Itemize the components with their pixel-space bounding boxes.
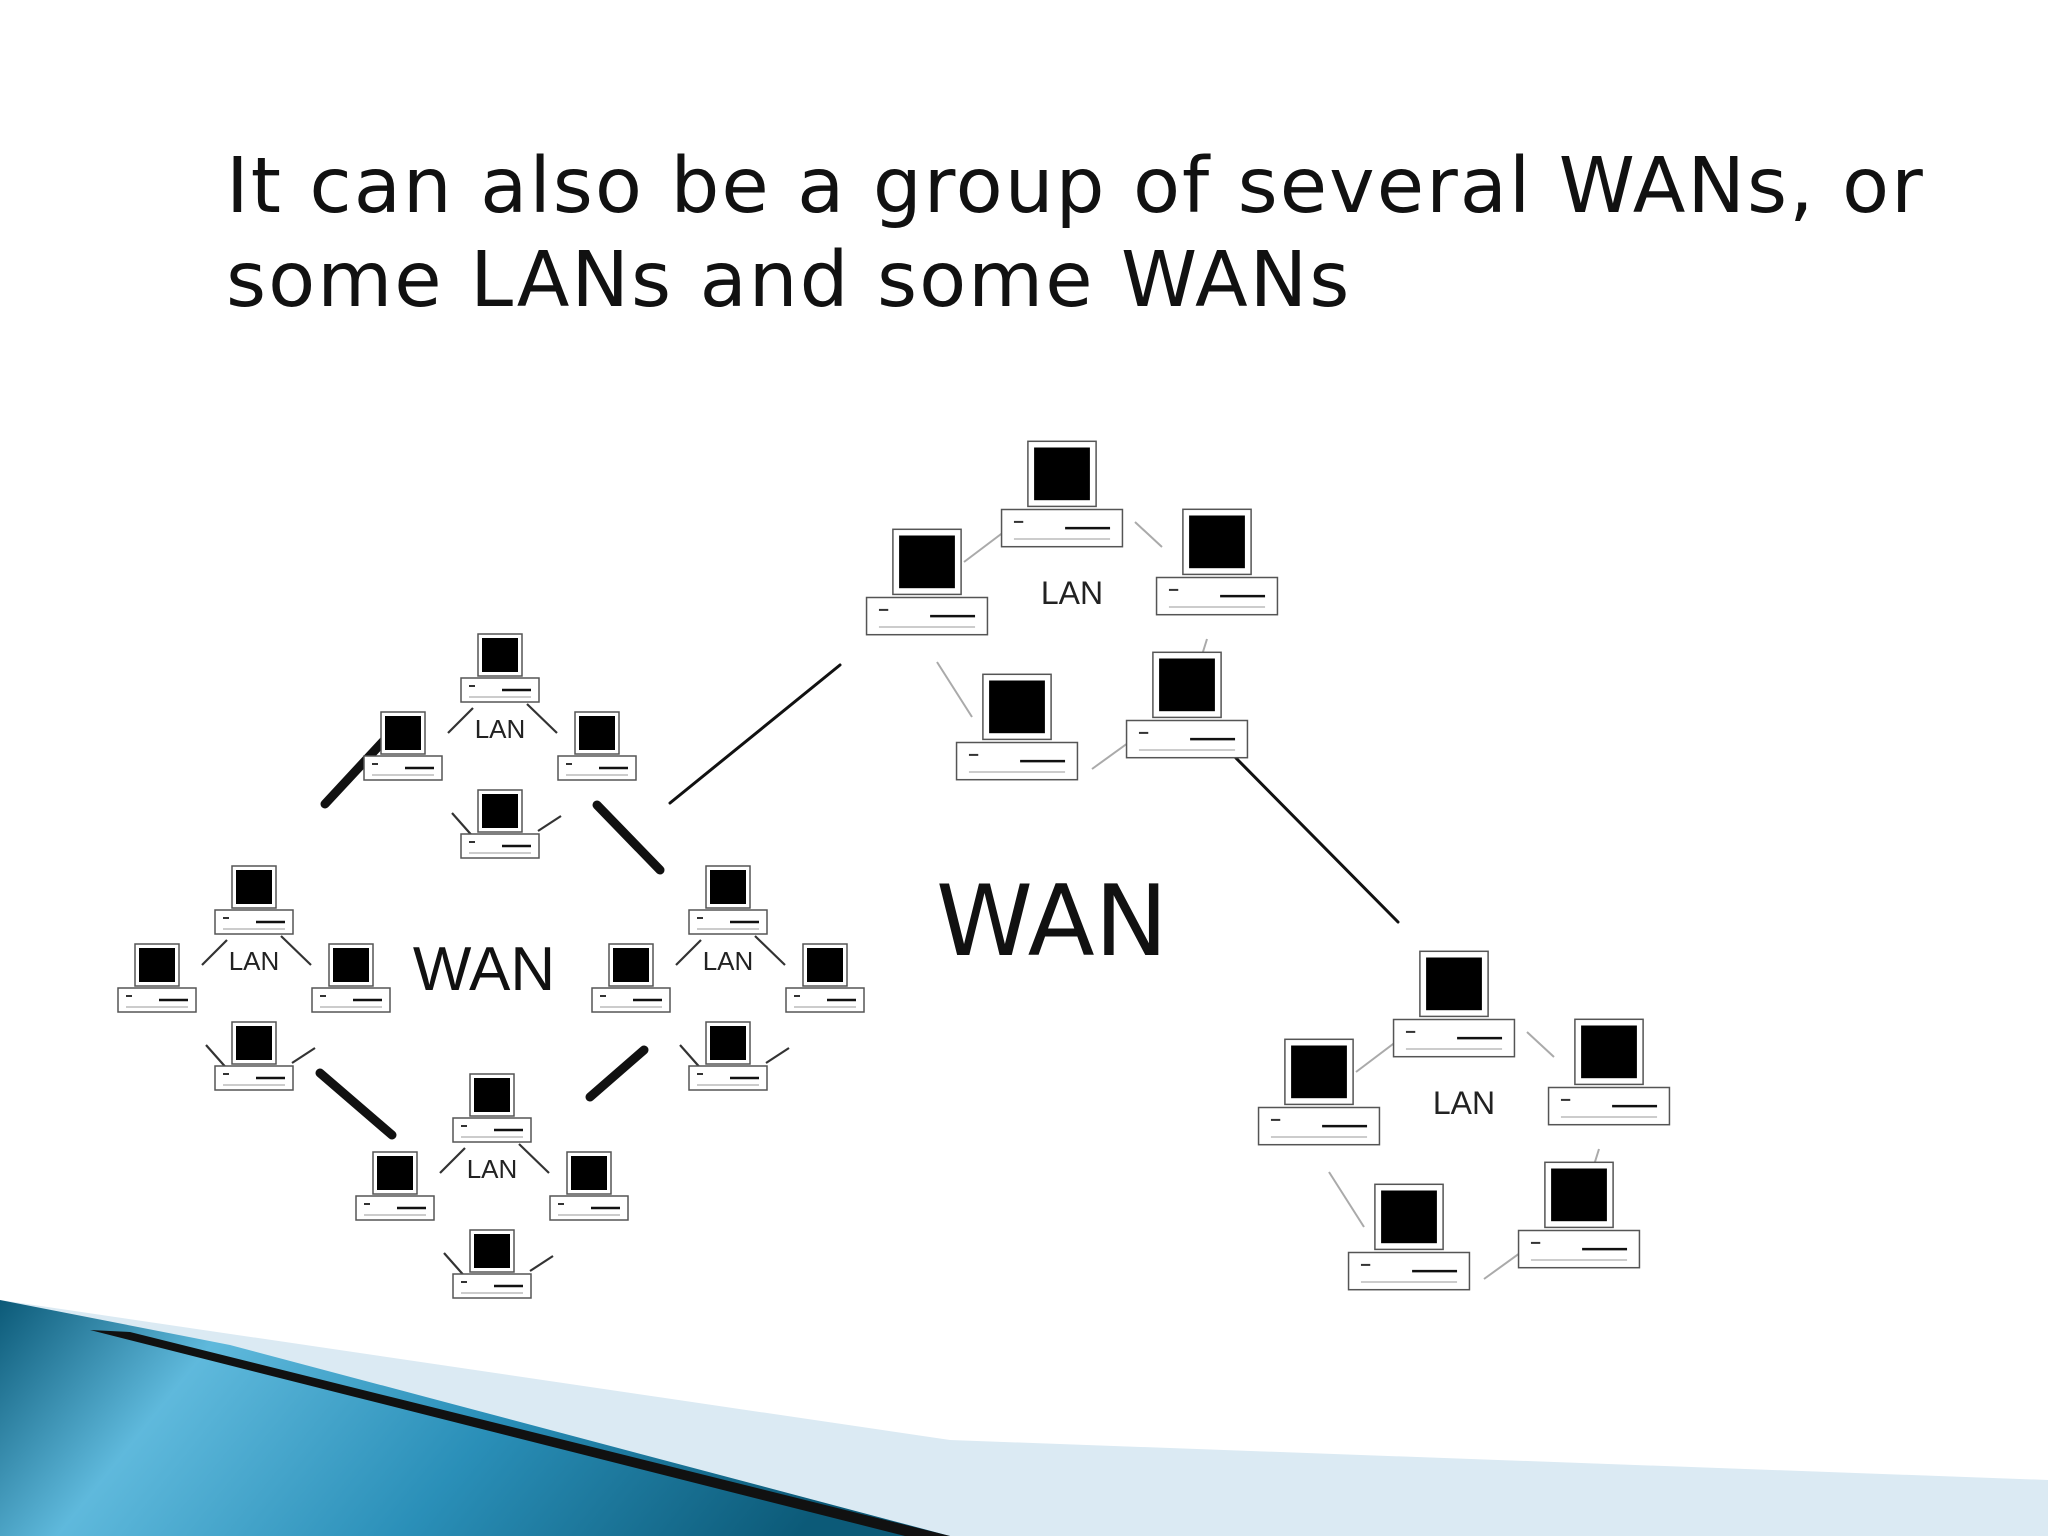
lan-link [201,939,228,966]
lan-label: LAN [703,946,754,976]
lan-link [447,707,474,734]
computer-icon [688,1021,768,1091]
lan-cluster: LAN [363,633,637,859]
lan-label: LAN [475,714,526,744]
computer-icon [1392,950,1516,1058]
lan-link [754,935,786,966]
lan-link [765,1047,790,1064]
lan-cluster: LAN [591,865,865,1091]
computer-icon [311,943,391,1013]
lan-label: LAN [1041,575,1103,611]
lan-link [280,935,312,966]
computer-icon [557,711,637,781]
wan-link [320,729,395,809]
computer-icon [1517,1161,1641,1269]
computer-icon [214,865,294,935]
computer-icon [214,1021,294,1091]
lan-cluster: LAN [117,865,391,1091]
computer-icon [688,865,768,935]
computer-icon [452,1229,532,1299]
lan-link [936,661,973,718]
small-wan-label: WAN [413,935,555,1004]
lan-link [291,1047,316,1064]
computer-icon [117,943,197,1013]
computer-icon [452,1073,532,1143]
computer-icon [355,1151,435,1221]
wan-link [585,1045,649,1102]
computer-icon [1125,651,1249,759]
lan-label: LAN [1433,1085,1495,1121]
lan-link [518,1143,550,1174]
lan-cluster: LAN [865,440,1279,781]
lan-link [1134,521,1163,548]
lan-link [1526,1031,1555,1058]
wan-link [668,663,842,805]
computer-icon [1155,508,1279,616]
big-wan-label: WAN [936,865,1168,979]
lan-link [529,1255,554,1272]
lan-link [439,1147,466,1174]
slide-title: It can also be a group of several WANs, … [226,142,1925,325]
lan-label: LAN [229,946,280,976]
lan-cluster: LAN [1257,950,1671,1291]
computer-icon [1547,1018,1671,1126]
computer-icon [1000,440,1124,548]
computer-icon [1347,1183,1471,1291]
lan-cluster: LAN [355,1073,629,1299]
wan-link [592,800,665,875]
computer-icon [460,633,540,703]
computer-icon [955,673,1079,781]
computer-icon [363,711,443,781]
computer-icon [865,528,989,636]
wan-links [315,663,1400,1140]
computer-icon [1257,1038,1381,1146]
computer-icon [785,943,865,1013]
computer-icon [591,943,671,1013]
computer-icon [549,1151,629,1221]
lan-link [1328,1171,1365,1228]
wan-link [315,1068,397,1140]
computer-icon [460,789,540,859]
corner-swoosh-decoration [0,1300,2048,1536]
lan-link [675,939,702,966]
lan-link [537,815,562,832]
wan-link [1228,750,1400,924]
lan-label: LAN [467,1154,518,1184]
lan-link [526,703,558,734]
lan-clusters: LAN LAN LAN LAN LAN LAN [117,440,1671,1299]
